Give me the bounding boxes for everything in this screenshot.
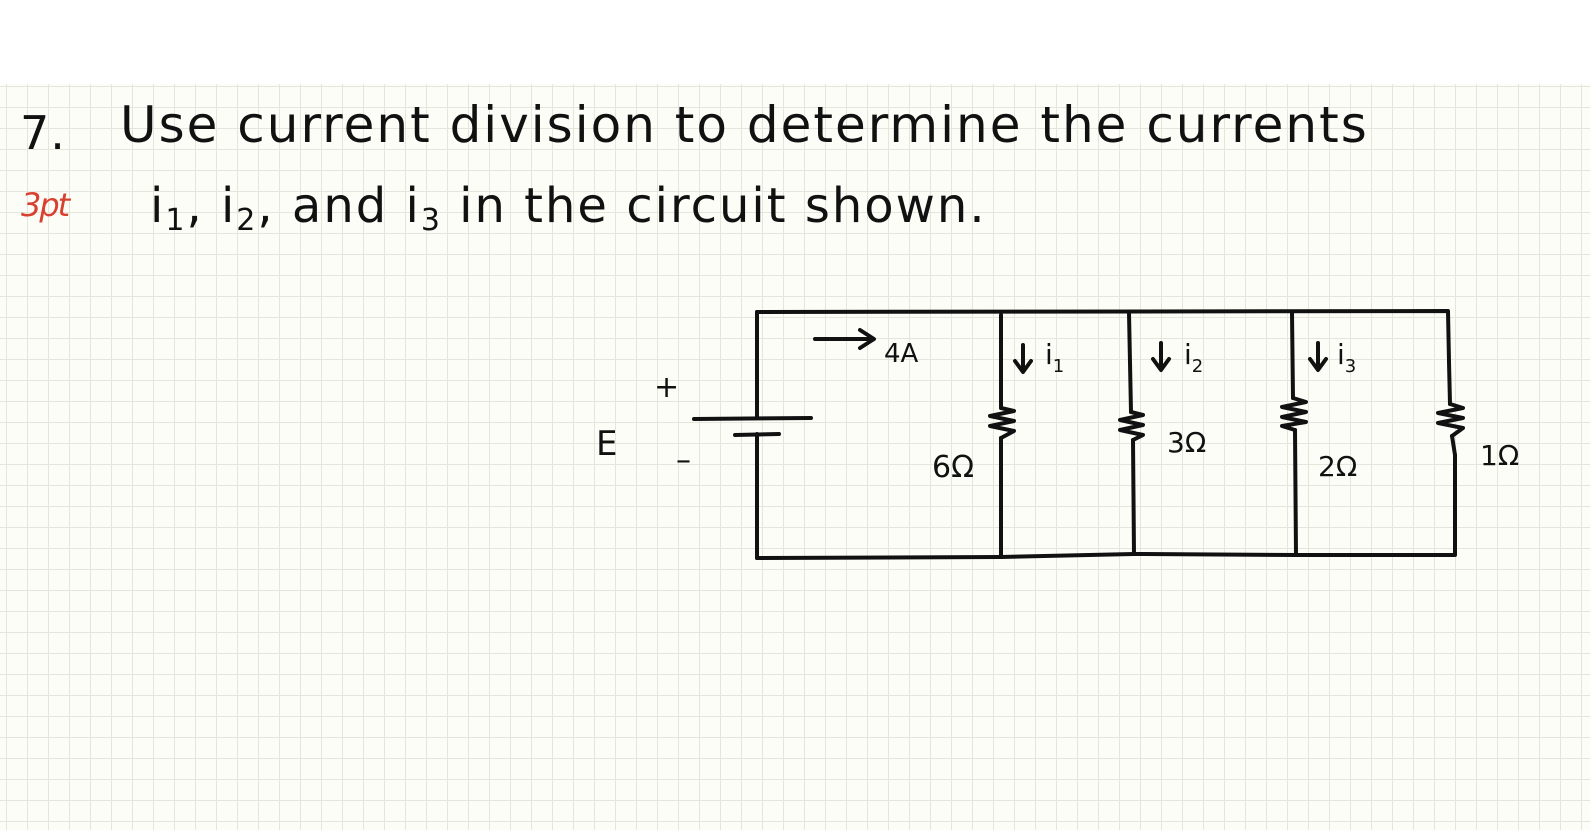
minus-sign: – <box>676 443 691 478</box>
battery-short-plate <box>733 432 781 437</box>
i3-text: , and i <box>257 178 421 234</box>
problem-number: 7. <box>20 106 66 160</box>
i2-subscript: 2 <box>236 203 258 238</box>
i3-label-main: i <box>1337 338 1345 371</box>
top-wire <box>755 309 1451 364</box>
problem-statement-line-1: Use current division to determine the cu… <box>120 96 1369 154</box>
i2-label: i2 <box>1184 338 1203 377</box>
points-annotation: 3pt <box>21 186 70 224</box>
i1-label-sub: 1 <box>1053 356 1064 377</box>
i1-label: i1 <box>1045 338 1064 377</box>
branch-3-wire <box>1290 311 1298 557</box>
i3-label: i3 <box>1337 338 1356 377</box>
i2-label-sub: 2 <box>1192 356 1203 377</box>
statement-end-text: in the circuit shown. <box>441 178 987 234</box>
source-label: E <box>596 424 617 464</box>
source-current-label: 4A <box>884 339 919 369</box>
branch-2-wire <box>1127 311 1136 556</box>
i1-subscript: 1 <box>165 203 187 238</box>
i3-arrow <box>1308 341 1328 372</box>
resistor-3ohm <box>1118 410 1145 442</box>
r-2ohm-label: 2Ω <box>1318 450 1357 483</box>
r-1ohm-label: 1Ω <box>1480 439 1519 472</box>
i1-label-main: i <box>1045 338 1053 371</box>
source-current-arrow <box>813 328 876 350</box>
resistor-1ohm <box>1436 402 1465 438</box>
battery-long-plate <box>692 416 813 421</box>
resistor-2ohm <box>1280 396 1308 432</box>
i3-subscript: 3 <box>420 203 442 238</box>
i2-text: , i <box>186 178 237 234</box>
resistor-6ohm <box>988 406 1016 440</box>
i1-text: i <box>150 178 166 234</box>
i1-arrow <box>1013 343 1033 374</box>
plus-sign: + <box>654 370 679 405</box>
r-3ohm-label: 3Ω <box>1167 426 1206 459</box>
problem-statement-line-2: i1, i2, and i3 in the circuit shown. <box>150 178 987 238</box>
branch-4-wire <box>1447 360 1457 457</box>
grid-paper <box>0 84 1590 830</box>
r-6ohm-label: 6Ω <box>932 450 974 485</box>
i2-arrow <box>1151 341 1171 372</box>
bottom-wire <box>755 453 1457 560</box>
i3-label-sub: 3 <box>1345 356 1356 377</box>
i2-label-main: i <box>1184 338 1192 371</box>
